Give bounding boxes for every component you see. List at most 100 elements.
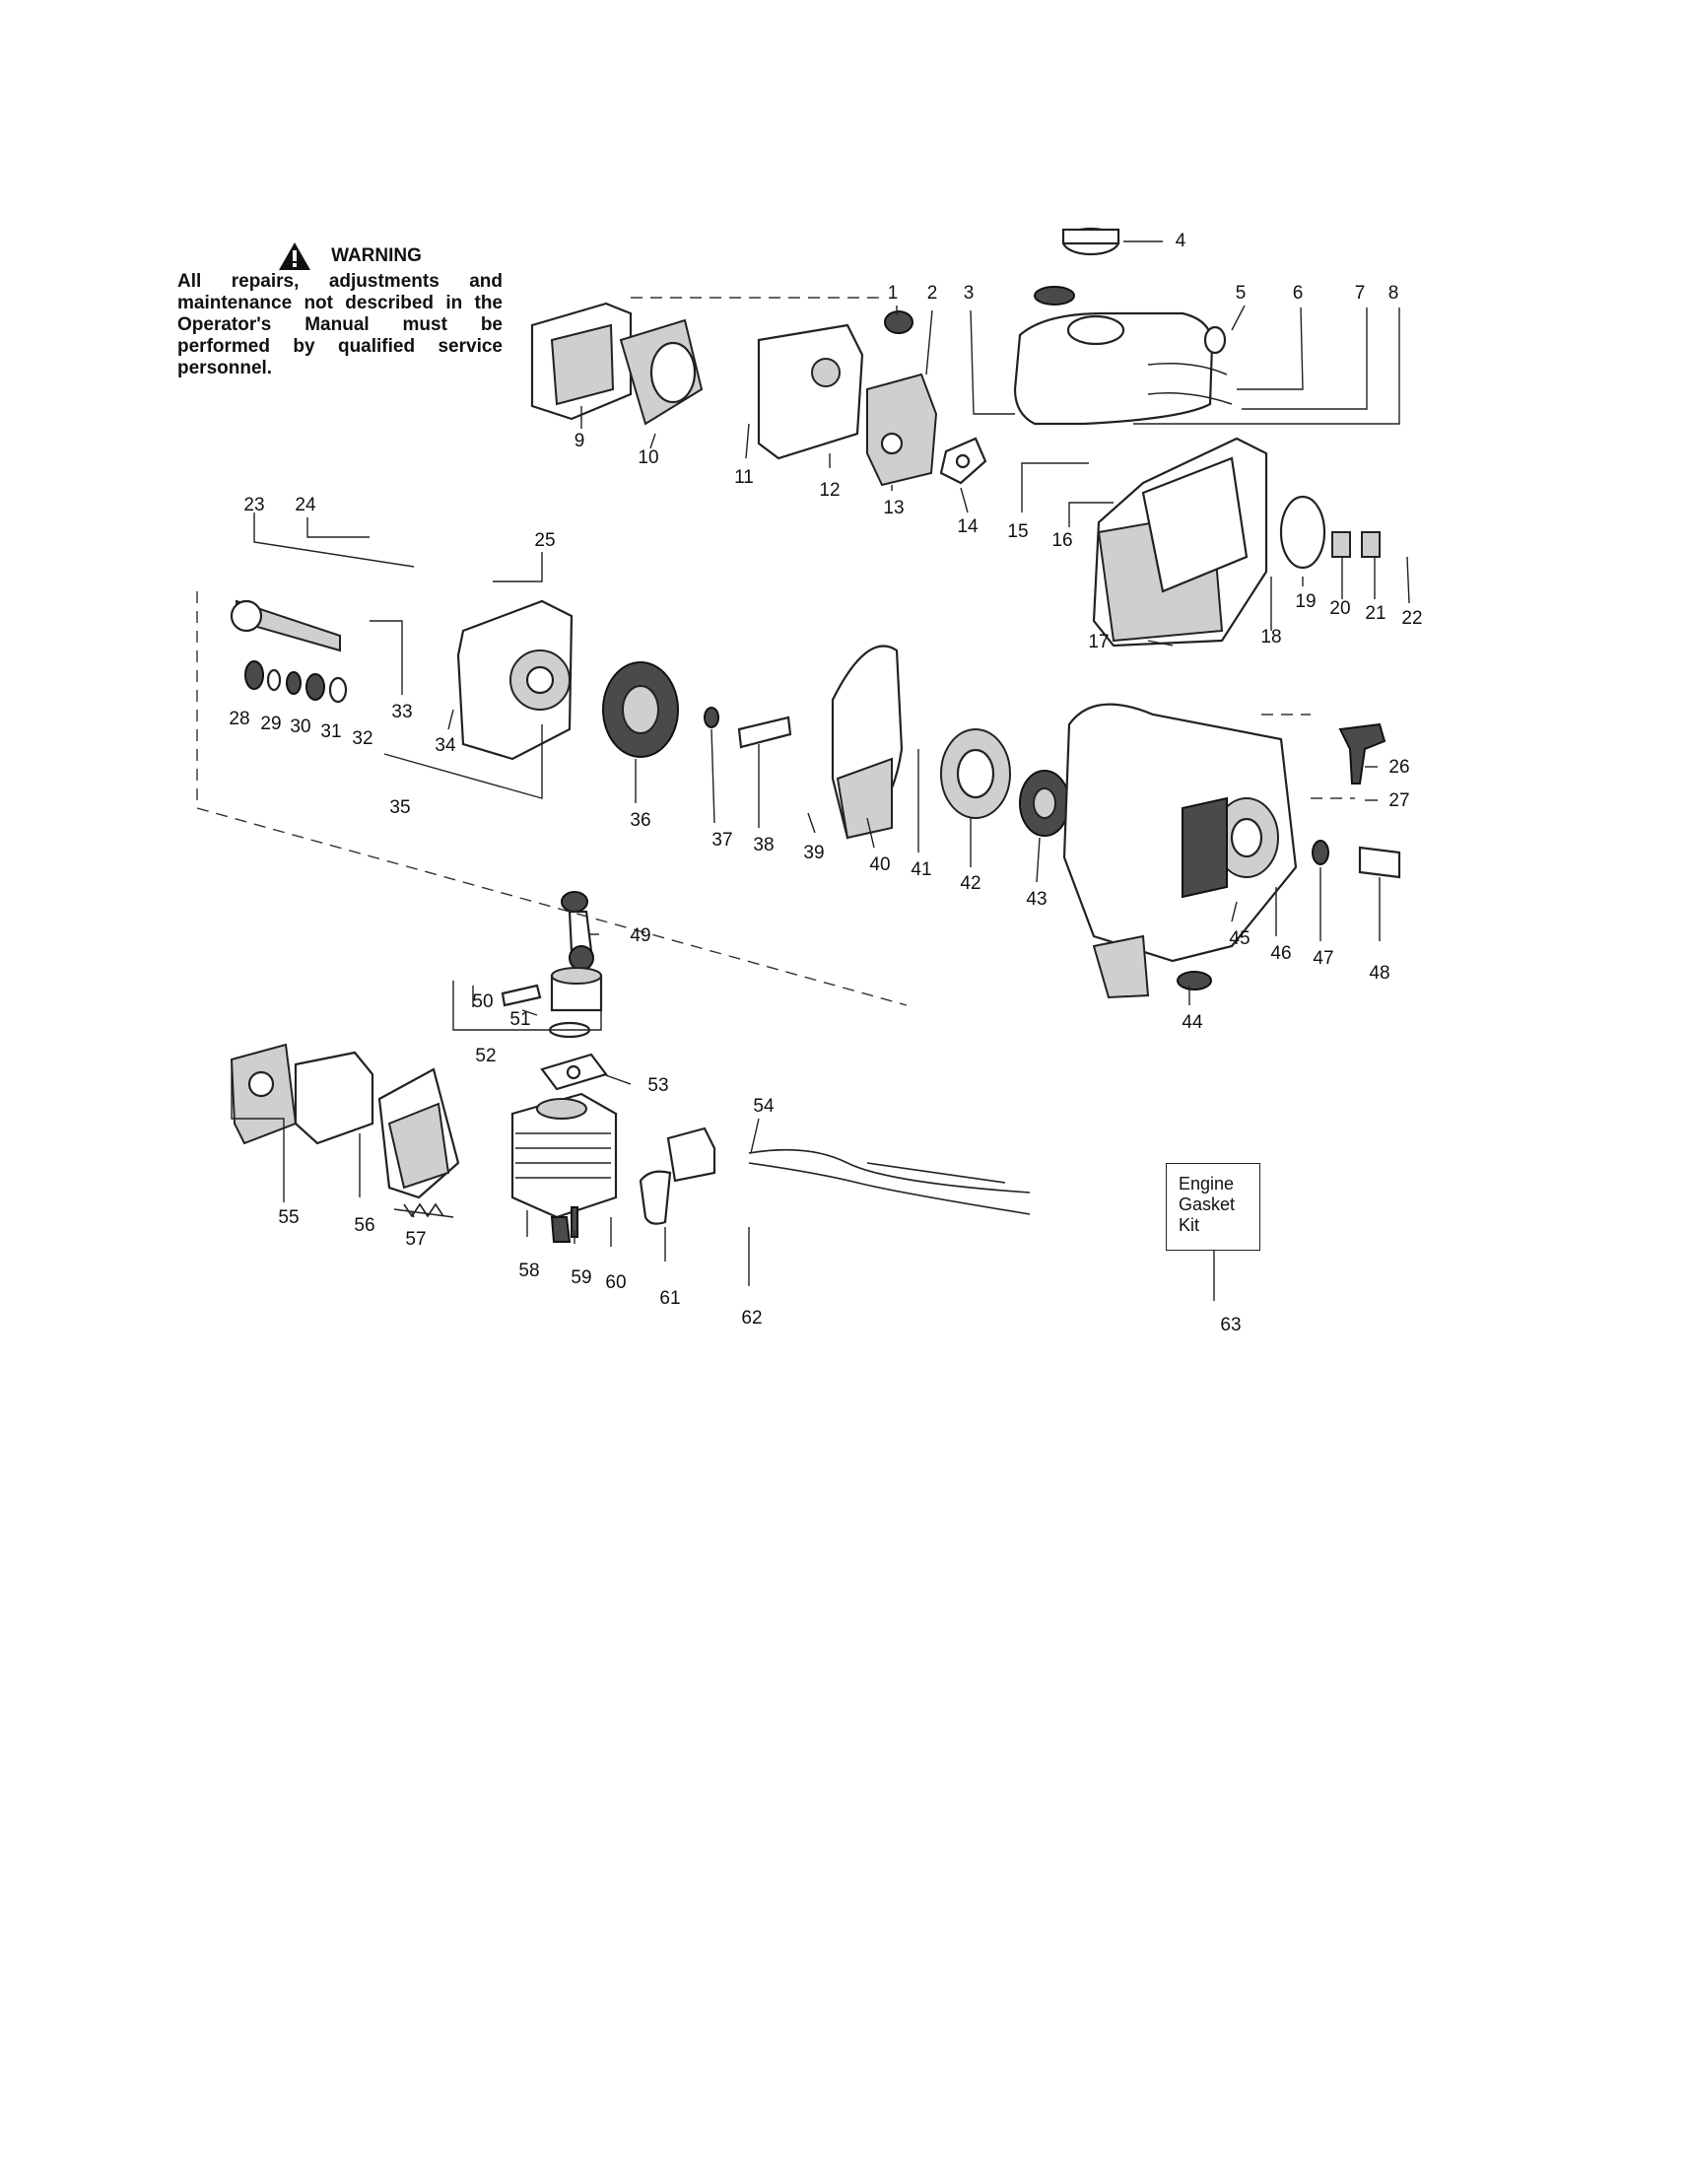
callout-1: 1 <box>888 283 899 304</box>
callout-61: 61 <box>659 1288 680 1309</box>
callout-50: 50 <box>472 991 493 1012</box>
air-filter-cover <box>530 302 633 421</box>
filter-pads <box>1331 531 1381 558</box>
clutch-cover <box>831 645 904 840</box>
callout-49: 49 <box>630 925 650 946</box>
carburetor <box>866 373 938 487</box>
spark-plug-boot <box>1338 722 1386 785</box>
callout-51: 51 <box>509 1009 530 1030</box>
callout-29: 29 <box>260 714 281 734</box>
callout-3: 3 <box>964 283 975 304</box>
connecting-rod <box>561 891 594 971</box>
crankcase <box>456 599 574 761</box>
callout-11: 11 <box>734 467 754 488</box>
callout-37: 37 <box>711 830 732 851</box>
kit-line-1: Engine <box>1179 1174 1235 1194</box>
callout-56: 56 <box>354 1215 374 1236</box>
callout-46: 46 <box>1270 943 1291 964</box>
callout-36: 36 <box>630 810 650 831</box>
o-ring <box>1279 495 1326 570</box>
callout-53: 53 <box>647 1075 668 1096</box>
callout-31: 31 <box>320 721 341 742</box>
warning-text: All repairs, adjustments and maintenance… <box>177 271 503 378</box>
callout-17: 17 <box>1088 632 1109 652</box>
engine-gasket-kit-box: Engine Gasket Kit <box>1166 1163 1260 1251</box>
callout-19: 19 <box>1295 591 1316 612</box>
starter-ratchet <box>1019 770 1070 837</box>
callout-20: 20 <box>1329 598 1350 619</box>
starter-pulley <box>940 728 1011 819</box>
callout-40: 40 <box>869 854 890 875</box>
engine-housing <box>1092 437 1268 648</box>
heat-shield <box>377 1067 460 1199</box>
bearings-seals <box>244 660 348 704</box>
warning-notice: WARNING All repairs, adjustments and mai… <box>177 241 503 379</box>
callout-2: 2 <box>927 283 938 304</box>
drive-coupler <box>1312 840 1401 879</box>
washer-and-shaft <box>704 707 792 749</box>
assembly-outlines <box>196 297 1355 1006</box>
callout-30: 30 <box>290 717 310 737</box>
cylinder-gasket <box>540 1053 608 1091</box>
ignition-wires <box>748 1148 1031 1215</box>
flywheel <box>602 661 679 758</box>
callout-6: 6 <box>1293 283 1304 304</box>
callout-44: 44 <box>1182 1012 1203 1033</box>
warning-heading: WARNING <box>197 241 503 271</box>
callout-62: 62 <box>741 1308 762 1329</box>
callout-41: 41 <box>911 859 931 880</box>
kit-line-3: Kit <box>1179 1215 1200 1235</box>
callout-12: 12 <box>819 480 840 501</box>
callout-18: 18 <box>1260 627 1281 648</box>
callout-34: 34 <box>435 735 456 756</box>
callout-9: 9 <box>575 431 585 451</box>
callout-63: 63 <box>1220 1315 1241 1335</box>
fuel-tank <box>1013 311 1233 426</box>
callout-7: 7 <box>1355 283 1366 304</box>
warning-triangle-icon <box>279 242 311 270</box>
callout-55: 55 <box>278 1207 299 1228</box>
callout-39: 39 <box>803 843 824 863</box>
callout-labels: 1 2 3 4 5 6 7 8 9 10 11 12 13 14 15 16 1… <box>229 231 1422 1335</box>
callout-47: 47 <box>1313 948 1333 969</box>
callout-43: 43 <box>1026 889 1047 910</box>
callout-22: 22 <box>1401 608 1422 629</box>
starter-housing <box>1062 703 1298 999</box>
carb-gasket <box>939 437 987 485</box>
callout-42: 42 <box>960 873 980 894</box>
part-drawings <box>230 227 1401 1243</box>
warning-title: WARNING <box>331 245 422 266</box>
callout-5: 5 <box>1236 283 1247 304</box>
spark-plug <box>550 1206 578 1243</box>
primer-bulb <box>884 310 913 334</box>
callout-35: 35 <box>389 797 410 818</box>
callout-25: 25 <box>534 530 555 551</box>
callout-33: 33 <box>391 702 412 722</box>
piston <box>501 967 603 1039</box>
callout-26: 26 <box>1388 757 1409 778</box>
callout-32: 32 <box>352 728 372 749</box>
air-box <box>757 323 864 460</box>
muffler <box>230 1043 374 1145</box>
callout-58: 58 <box>518 1261 539 1281</box>
fuel-cap <box>1034 227 1120 306</box>
leader-lines <box>231 240 1410 1301</box>
kit-line-2: Gasket <box>1179 1194 1236 1214</box>
cylinder <box>510 1092 618 1219</box>
primer-cap <box>1177 971 1212 990</box>
callout-57: 57 <box>405 1229 426 1250</box>
callout-13: 13 <box>883 498 904 518</box>
callout-48: 48 <box>1369 963 1389 984</box>
callout-27: 27 <box>1388 790 1409 811</box>
callout-10: 10 <box>638 447 658 468</box>
callout-15: 15 <box>1007 521 1028 542</box>
callout-45: 45 <box>1229 928 1250 949</box>
callout-8: 8 <box>1388 283 1399 304</box>
callout-54: 54 <box>753 1096 775 1117</box>
callout-38: 38 <box>753 835 774 855</box>
callout-24: 24 <box>295 495 316 515</box>
ignition-coil <box>639 1126 716 1225</box>
callout-21: 21 <box>1365 603 1386 624</box>
